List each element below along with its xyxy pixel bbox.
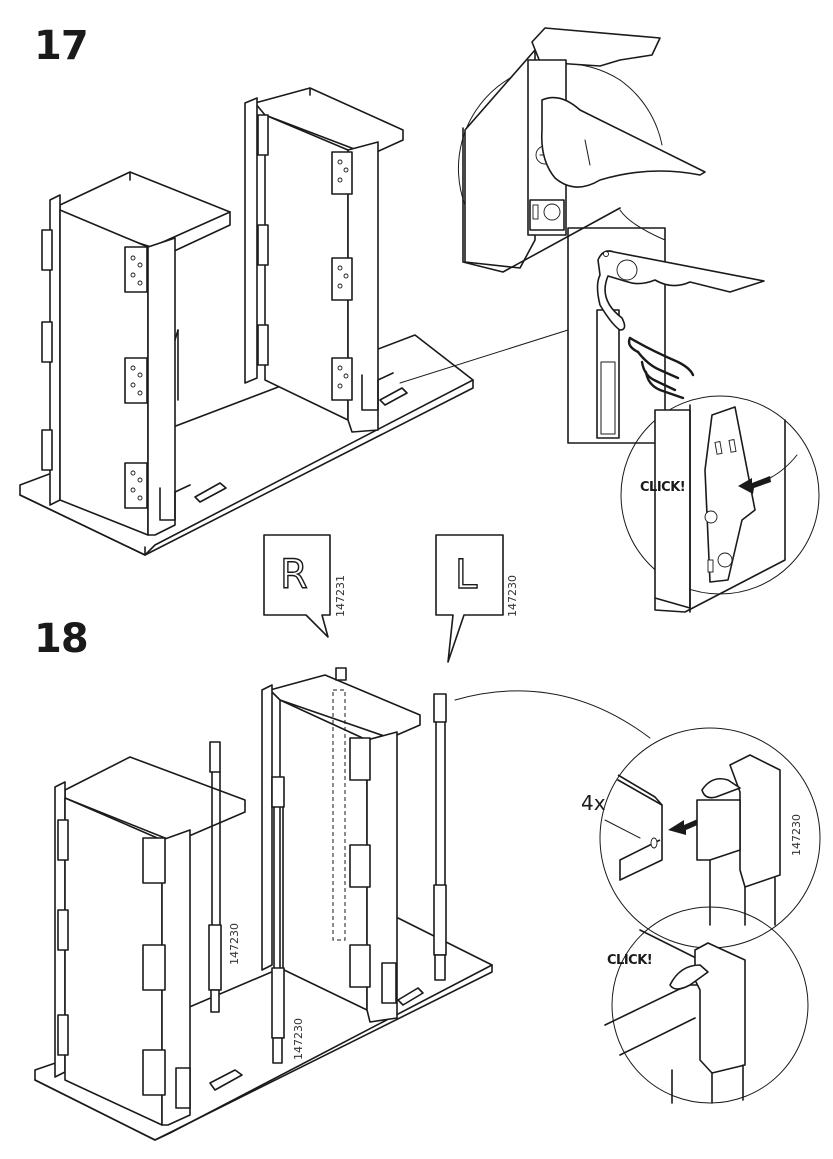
step-17-main-illustration [19, 87, 569, 556]
rail-middle [271, 776, 285, 1064]
step-17-number: 17 [34, 23, 89, 69]
part-number-right: 147231 [334, 575, 347, 617]
step-17-detail-latch-diagram [567, 227, 765, 444]
detail-part-number: 147230 [790, 814, 803, 856]
side-label-bubbles [263, 534, 504, 663]
step-17-detail-click [620, 395, 820, 613]
step-18-detail-click [604, 906, 809, 1104]
left-cabinet-frame [41, 171, 231, 536]
detail-leader-line [399, 329, 569, 384]
detail-leader-curve [454, 690, 651, 739]
insert-arrow-icon [738, 476, 771, 494]
step-17-click-callout: CLICK! [640, 480, 686, 495]
rail-part-number-2: 147230 [292, 1018, 305, 1060]
rail-left [208, 741, 222, 1013]
side-letter-left: L [454, 552, 478, 598]
step-18-number: 18 [34, 616, 89, 662]
right-cabinet-frame [244, 87, 408, 433]
insert-arrow-icon [668, 818, 702, 835]
part-number-left: 147230 [506, 575, 519, 617]
step-17-detail-finger-press [457, 27, 706, 273]
rail-right [433, 693, 447, 981]
bubble-right [263, 534, 331, 638]
step-18-click-callout: CLICK! [607, 953, 653, 968]
rail-part-number-1: 147230 [228, 923, 241, 965]
side-letter-right: R [279, 552, 308, 598]
quantity-label: 4x [581, 791, 606, 815]
step-18-main-illustration [34, 667, 651, 1141]
step-18-detail-insert [599, 727, 821, 949]
bubble-left [435, 534, 504, 663]
pointing-hand-icon [627, 336, 695, 400]
